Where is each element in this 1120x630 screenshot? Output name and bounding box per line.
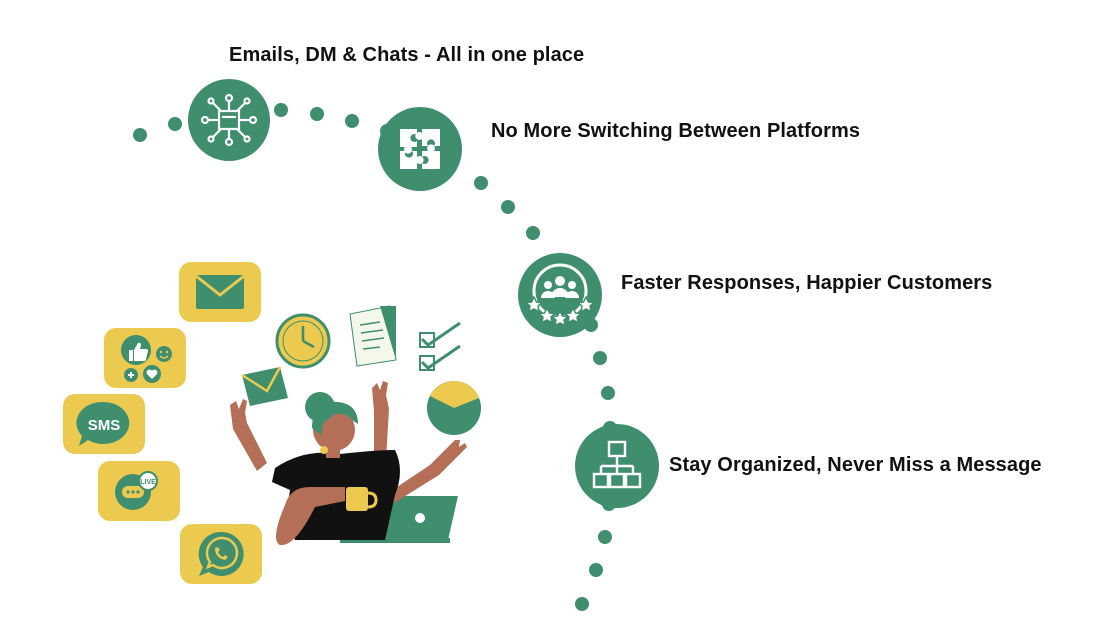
feature-label-unified-inbox: Emails, DM & Chats - All in one place	[229, 44, 585, 66]
multitasking-person-illustration	[230, 305, 481, 546]
feature-label-stay-organized: Stay Organized, Never Miss a Message	[669, 454, 1042, 476]
feature-badge-organized	[575, 424, 659, 508]
path-dot	[526, 226, 540, 240]
social-reactions-icon	[121, 335, 172, 383]
social-reactions-tile	[104, 328, 186, 388]
person-arms	[230, 381, 467, 503]
whatsapp-icon	[198, 531, 244, 576]
feature-label-faster-responses: Faster Responses, Happier Customers	[621, 272, 993, 294]
org-chart-icon	[592, 440, 642, 489]
path-dot	[501, 200, 515, 214]
sms-tile: SMS	[63, 394, 145, 454]
path-dot	[575, 597, 589, 611]
path-dot	[274, 103, 288, 117]
path-dot	[168, 117, 182, 131]
coffee-mug-icon	[346, 487, 378, 511]
clock-icon	[275, 313, 331, 369]
path-dot	[601, 386, 615, 400]
path-dot	[589, 563, 603, 577]
feature-badge-puzzle	[378, 107, 462, 191]
pie-chart-icon	[427, 381, 481, 435]
customer-rating-icon	[524, 263, 596, 327]
sms-icon: SMS	[76, 401, 130, 446]
path-dot	[474, 176, 488, 190]
laptop-icon	[340, 496, 458, 543]
network-hub-icon	[200, 93, 258, 147]
checklist-icon	[419, 321, 461, 371]
path-dot	[310, 107, 324, 121]
live-chat-icon: LIVE	[115, 471, 158, 510]
email-icon	[195, 274, 245, 309]
path-dot	[593, 351, 607, 365]
whatsapp-tile	[180, 524, 262, 584]
document-icon	[349, 305, 397, 367]
flying-envelope-icon	[241, 366, 288, 406]
live-chat-tile: LIVE	[98, 461, 180, 521]
feature-label-no-switching: No More Switching Between Platforms	[491, 120, 861, 142]
email-tile	[179, 262, 261, 322]
sms-text: SMS	[88, 417, 121, 434]
live-badge-text: LIVE	[140, 479, 156, 486]
path-dot	[345, 114, 359, 128]
path-dot	[133, 128, 147, 142]
puzzle-icon	[400, 129, 440, 169]
feature-badge-network	[188, 79, 270, 161]
feature-badge-customers	[518, 253, 602, 337]
path-dot	[598, 530, 612, 544]
